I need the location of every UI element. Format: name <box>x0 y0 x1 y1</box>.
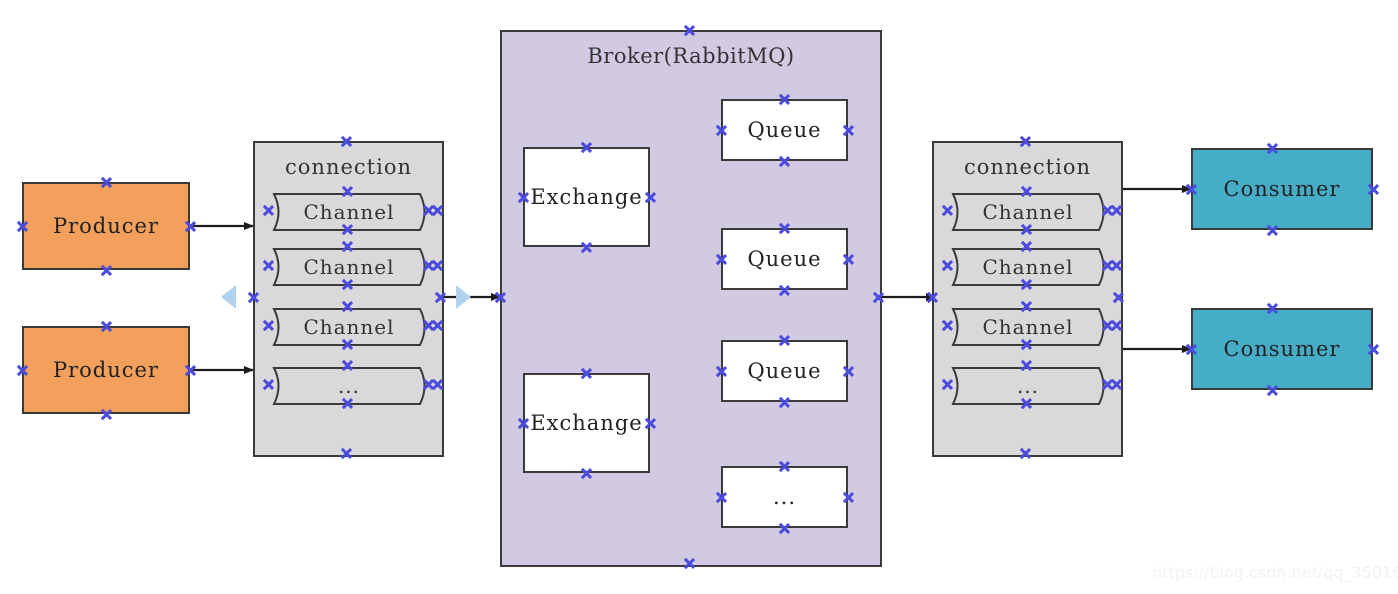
right-connection-box[interactable]: connection Channel Channel Channel ... <box>932 141 1123 457</box>
selection-triangle-left[interactable] <box>221 285 236 309</box>
right-connection-title: connection <box>964 155 1091 179</box>
consumer-label: Consumer <box>1223 177 1341 201</box>
right-channel-3[interactable]: Channel <box>947 308 1109 346</box>
consumer-label: Consumer <box>1223 337 1341 361</box>
queue-label: Queue <box>747 247 822 271</box>
left-connection-title: connection <box>285 155 412 179</box>
broker-title: Broker(RabbitMQ) <box>587 44 795 68</box>
queue-box-1[interactable]: Queue <box>721 99 848 161</box>
left-channel-4[interactable]: ... <box>268 367 430 405</box>
right-channel-2[interactable]: Channel <box>947 248 1109 286</box>
queue-label: Queue <box>747 359 822 383</box>
right-channel-1[interactable]: Channel <box>947 193 1109 231</box>
queue-box-3[interactable]: Queue <box>721 340 848 402</box>
exchange-box-1[interactable]: Exchange <box>523 147 650 247</box>
exchange-box-2[interactable]: Exchange <box>523 373 650 473</box>
exchange-label: Exchange <box>530 411 643 435</box>
left-channel-2[interactable]: Channel <box>268 248 430 286</box>
queue-box-4[interactable]: ... <box>721 466 848 528</box>
queue-label: ... <box>772 485 797 509</box>
right-channel-label: Channel <box>982 255 1074 279</box>
consumer-box-1[interactable]: Consumer <box>1191 148 1373 230</box>
queue-box-2[interactable]: Queue <box>721 228 848 290</box>
right-channel-label: ... <box>1016 374 1040 398</box>
consumer-box-2[interactable]: Consumer <box>1191 308 1373 390</box>
producer-box-1[interactable]: Producer <box>22 182 190 270</box>
left-channel-1[interactable]: Channel <box>268 193 430 231</box>
left-channel-label: Channel <box>303 200 395 224</box>
watermark-text: https://blog.csdn.net/qq_35016215 <box>1152 563 1398 582</box>
left-channel-label: Channel <box>303 255 395 279</box>
left-channel-label: Channel <box>303 315 395 339</box>
right-channel-4[interactable]: ... <box>947 367 1109 405</box>
queue-label: Queue <box>747 118 822 142</box>
left-channel-label: ... <box>337 374 361 398</box>
left-channel-3[interactable]: Channel <box>268 308 430 346</box>
producer-label: Producer <box>52 214 159 238</box>
right-channel-label: Channel <box>982 200 1074 224</box>
exchange-label: Exchange <box>530 185 643 209</box>
producer-box-2[interactable]: Producer <box>22 326 190 414</box>
left-connection-box[interactable]: connection Channel Channel Channel ... <box>253 141 444 457</box>
selection-triangle-right[interactable] <box>456 285 471 309</box>
producer-label: Producer <box>52 358 159 382</box>
right-channel-label: Channel <box>982 315 1074 339</box>
